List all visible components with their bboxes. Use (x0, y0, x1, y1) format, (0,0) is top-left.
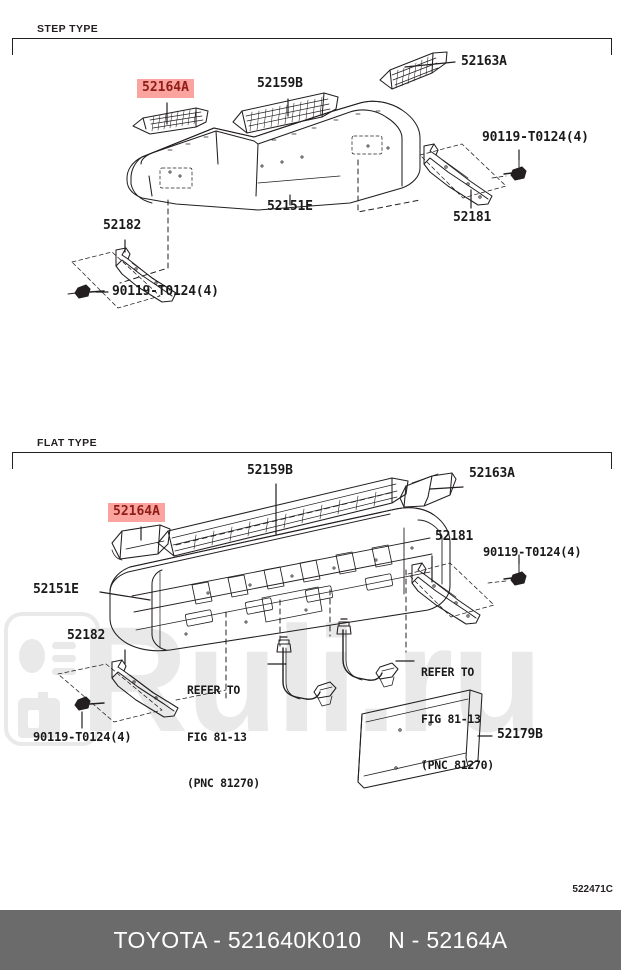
callout-52181-step[interactable]: 52181 (453, 210, 492, 225)
callout-52151e-flat[interactable]: 52151E (33, 582, 79, 597)
refer-note-left-line3: (PNC 81270) (187, 776, 260, 791)
diagram-canvas: Ruli.ru (4, 23, 612, 823)
callout-90119-t0124-flat-right[interactable]: 90119-T0124(4) (483, 545, 582, 559)
callout-52163a-step[interactable]: 52163A (461, 54, 507, 69)
refer-note-right[interactable]: REFER TO FIG 81-13 (PNC 81270) (421, 634, 494, 805)
refer-note-left[interactable]: REFER TO FIG 81-13 (PNC 81270) (187, 652, 260, 823)
callout-52159b-step[interactable]: 52159B (257, 76, 303, 91)
callout-90119-t0124-flat-left[interactable]: 90119-T0124(4) (33, 730, 132, 744)
callout-52163a-flat[interactable]: 52163A (469, 466, 515, 481)
callout-52164a-flat[interactable]: 52164A (108, 503, 165, 522)
callout-90119-t0124-step-right[interactable]: 90119-T0124(4) (482, 130, 589, 145)
section-label-flat-type: FLAT TYPE (34, 437, 100, 449)
section-label-step-type: STEP TYPE (34, 23, 102, 35)
refer-note-right-line3: (PNC 81270) (421, 758, 494, 773)
callout-52182-step[interactable]: 52182 (103, 218, 142, 233)
step-type-artwork (67, 51, 527, 309)
callout-52159b-flat[interactable]: 52159B (247, 463, 293, 478)
callout-52182-flat[interactable]: 52182 (67, 628, 106, 643)
callout-90119-t0124-step-left[interactable]: 90119-T0124(4) (112, 284, 219, 299)
callout-52179b-flat[interactable]: 52179B (497, 727, 543, 742)
footer-bar: TOYOTA - 521640K010 N - 52164A (0, 910, 621, 970)
section-frame-step-type: STEP TYPE (12, 23, 612, 56)
refer-note-right-line1: REFER TO (421, 665, 474, 680)
footer-part-label: TOYOTA - 521640K010 N - 52164A (113, 926, 508, 953)
callout-52151e-step[interactable]: 52151E (267, 199, 313, 214)
diagram-id-code: 522471C (572, 884, 613, 895)
callout-52164a-step[interactable]: 52164A (137, 79, 194, 98)
callout-52181-flat[interactable]: 52181 (435, 529, 474, 544)
refer-note-right-line2: FIG 81-13 (421, 711, 481, 726)
refer-note-left-line2: FIG 81-13 (187, 729, 247, 744)
section-frame-flat-type: FLAT TYPE (12, 437, 612, 470)
refer-note-left-line1: REFER TO (187, 683, 240, 698)
flat-type-artwork (57, 472, 527, 789)
